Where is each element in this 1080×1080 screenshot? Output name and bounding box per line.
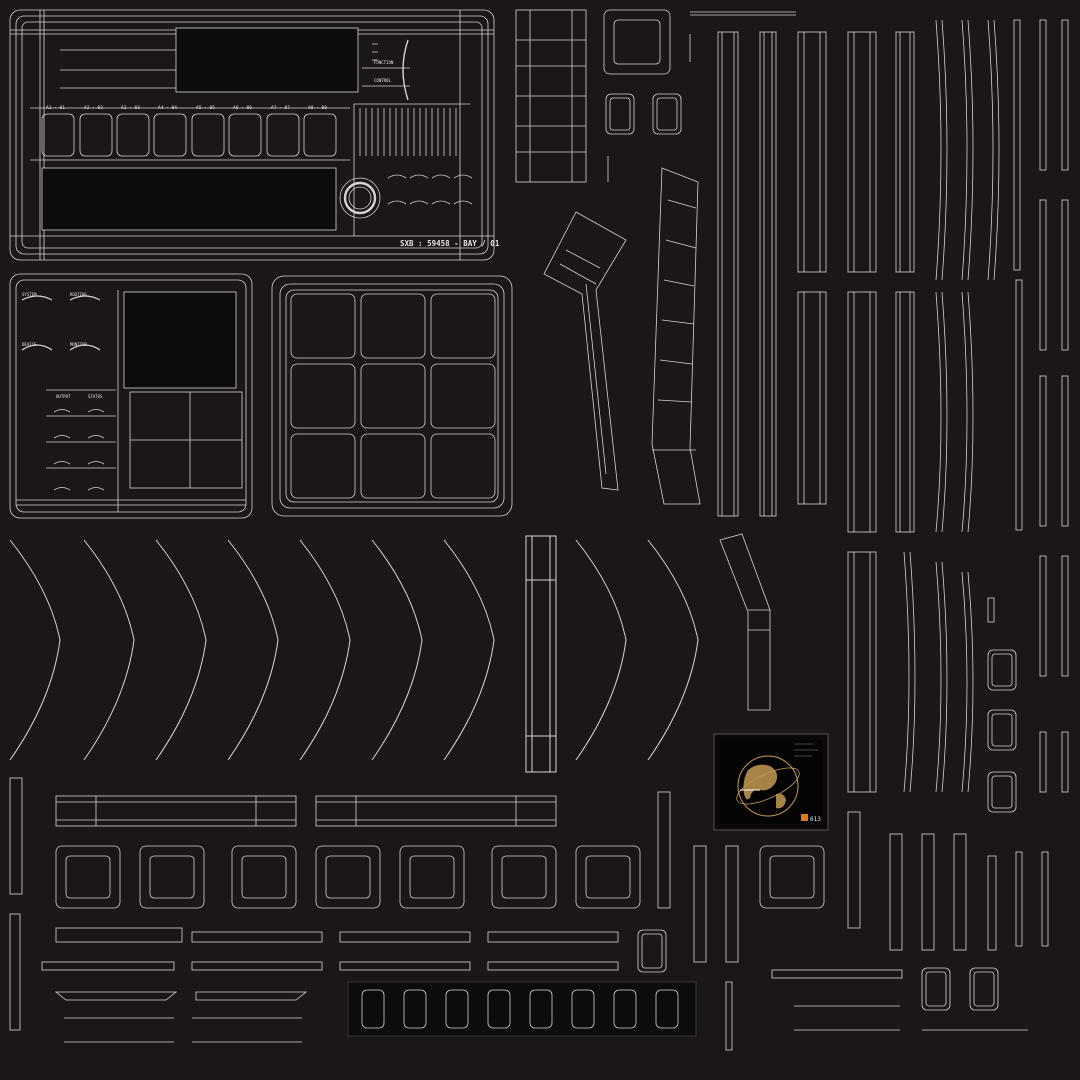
- side-label: SYSTEM: [22, 292, 37, 297]
- dial-knob: [339, 177, 381, 219]
- side-label: FUNCTION: [374, 60, 394, 65]
- key-label: A8 · 08: [308, 105, 327, 111]
- side-label: DEVICE: [22, 342, 37, 347]
- chevron-curves: [9, 535, 699, 773]
- globe-icon: [737, 755, 799, 817]
- vertical-strips: [717, 19, 1069, 793]
- side-label: CONTROL: [374, 78, 391, 83]
- pad-grid: [271, 275, 513, 517]
- monitor-code: 613: [810, 816, 821, 823]
- side-label: MONITOR: [70, 342, 87, 347]
- secondary-panel: [9, 273, 253, 519]
- key-label: A7 · 07: [271, 105, 290, 111]
- key-label: A6 · 06: [233, 105, 252, 111]
- key-label: A1 · 01: [46, 105, 65, 111]
- top-middle-pieces: [515, 9, 796, 183]
- key-label: A3 · 03: [121, 105, 140, 111]
- lower-screen-area: [41, 167, 337, 231]
- screen-area: [175, 27, 359, 93]
- bay-label: SXB : 59458 - BAY / 01: [400, 239, 500, 248]
- panel-labels: SXB : 59458 - BAY / 01 A1 · 01 A2 · 02 A…: [22, 60, 500, 399]
- key-row: [41, 113, 337, 157]
- key-label: A2 · 02: [84, 105, 103, 111]
- right-side-buttons: [637, 597, 1017, 1011]
- side-label: OUTPUT: [56, 394, 71, 399]
- bent-strips: [543, 167, 771, 711]
- status-badge: [801, 814, 808, 821]
- bottom-squares: [55, 845, 825, 909]
- bottom-key-strip: [347, 981, 697, 1037]
- monitor-globe-screen: 613: [713, 733, 829, 831]
- key-label: A4 · 04: [158, 105, 177, 111]
- main-control-panel: [9, 9, 495, 261]
- side-label: STATUS: [88, 394, 103, 399]
- side-label: ROUTING: [70, 292, 87, 297]
- key-label: A5 · 05: [196, 105, 215, 111]
- bottom-strips: [9, 777, 1049, 1051]
